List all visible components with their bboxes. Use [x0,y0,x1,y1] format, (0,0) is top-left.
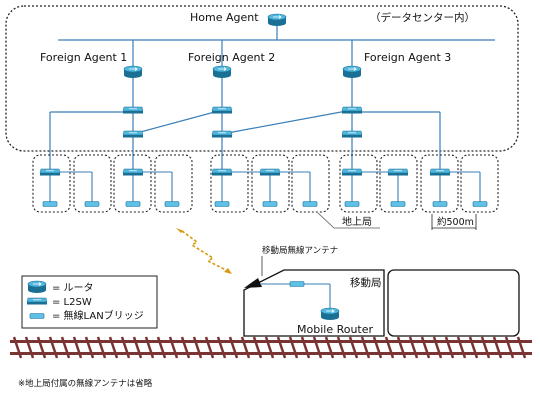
home-agent-label: Home Agent [190,11,259,24]
legend-bridge-label: = 無線LANブリッジ [52,309,144,322]
dc-switch-1b-icon [122,130,144,138]
foreign-agent-2-label: Foreign Agent 2 [188,51,275,64]
distance-marker [431,214,477,230]
rail-tie [276,336,287,359]
mobile-antenna-label: 移動局無線アンテナ [262,245,338,256]
rail-tie [336,336,347,359]
rail-tie [156,336,167,359]
mobile-router-icon [320,307,340,321]
antenna-icon [244,278,262,288]
mobile-station-label: 移動局 [350,276,382,289]
rail-tie [240,336,251,359]
rail-tie [468,336,479,359]
rail-tie [132,336,143,359]
rail-tie [516,336,527,359]
data-center-label: （データセンター内） [370,11,475,24]
rail-tie [168,336,179,359]
foreign-agent-1-router-icon [123,65,143,79]
legend-l2sw-label: = L2SW [52,297,92,308]
rail-tie [384,336,395,359]
train-bridge-icon [289,281,305,287]
ground-station-callout-line [317,212,335,229]
dc-switch-1a-icon [122,106,144,114]
rail-tie [144,336,155,359]
ground-station-label: 地上局 [342,215,372,228]
rail-tie [264,336,275,359]
rail-tie [84,336,95,359]
rail-tie [372,336,383,359]
datacenter-box [5,5,519,152]
rail-tie [228,336,239,359]
rail-tie [60,336,71,359]
rail-tie [72,336,83,359]
legend-bridge-icon [29,313,45,319]
rail-tie [432,336,443,359]
rail-tie [408,336,419,359]
dc-switch-3b-icon [341,130,363,138]
rail-tie [252,336,263,359]
dc-switch-2a-icon [211,106,233,114]
rail-tie [456,336,467,359]
rail-tie [396,336,407,359]
rail-tie [348,336,359,359]
footnote: ※地上局付属の無線アンテナは省略 [18,378,153,389]
legend-switch-icon [26,297,48,305]
foreign-agent-1-label: Foreign Agent 1 [40,51,127,64]
rail-tie [36,336,47,359]
foreign-agent-2-router-icon [212,65,232,79]
rail-tie [120,336,131,359]
rail-tie [48,336,59,359]
rail-tie [300,336,311,359]
foreign-agent-3-router-icon [342,65,362,79]
backbone-links [49,24,495,172]
rail-tie [480,336,491,359]
rail-tie [216,336,227,359]
dc-switch-2b-icon [211,130,233,138]
dc-switch-3a-icon [341,106,363,114]
rail-tie [444,336,455,359]
rail-tie [312,336,323,359]
rail-tie [288,336,299,359]
wireless-link-icon [176,228,232,274]
mobile-router-label: Mobile Router [297,323,374,336]
home-agent-router-icon [267,13,287,27]
rail-tie [180,336,191,359]
foreign-agent-3-label: Foreign Agent 3 [364,51,451,64]
ground-station-bridges [42,201,488,207]
rail-tie [108,336,119,359]
distance-label: 約500m [437,216,474,228]
rail-tie [492,336,503,359]
rail-tie [420,336,431,359]
rail-tie [324,336,335,359]
rail-tie [12,336,23,359]
legend-router-icon [27,280,47,294]
rail-tie [192,336,203,359]
rail-tie [360,336,371,359]
rail-tie [504,336,515,359]
railway-track [10,336,532,359]
train [243,269,520,337]
legend-router-label: = ルータ [52,282,94,294]
rail-tie [204,336,215,359]
rail-tie [24,336,35,359]
rail-tie [96,336,107,359]
